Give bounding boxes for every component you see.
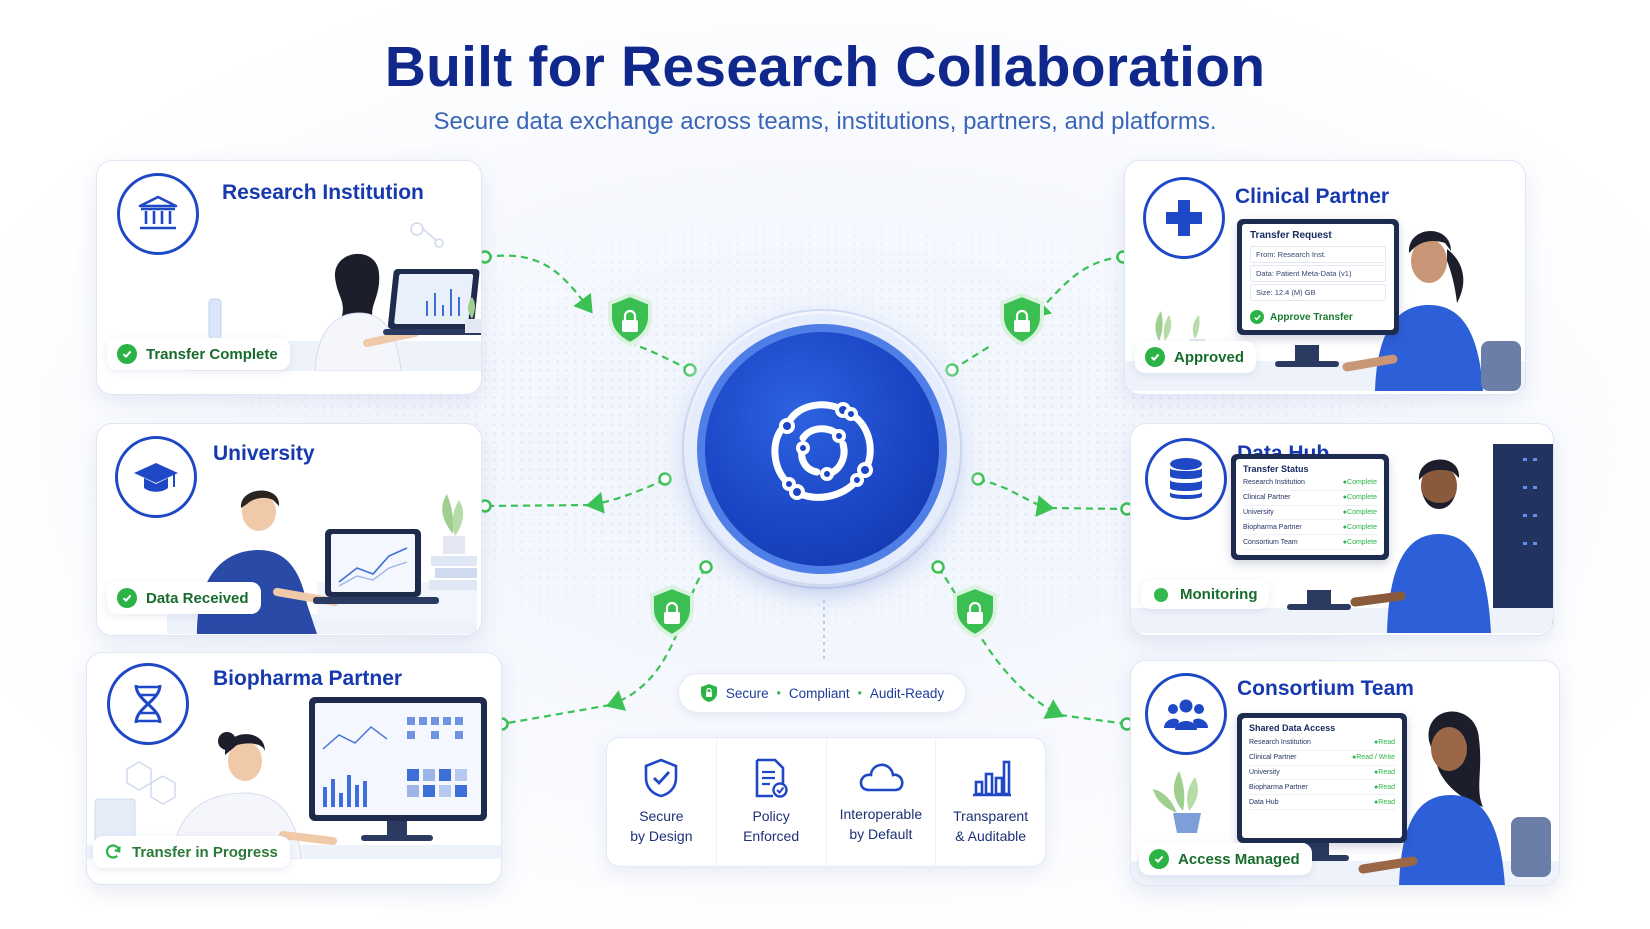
analyst-server-illustration bbox=[1131, 444, 1553, 633]
graduation-cap-icon bbox=[115, 436, 197, 518]
scientist-monitor-illustration bbox=[87, 697, 501, 859]
policy-document-icon bbox=[755, 758, 788, 798]
link-biopharma bbox=[605, 567, 707, 711]
shield-lock-icon bbox=[953, 584, 997, 639]
status-badge: Approved bbox=[1135, 341, 1257, 373]
table-row: Research InstitutionComplete bbox=[1243, 476, 1377, 491]
link-university bbox=[585, 478, 666, 514]
link-university-end bbox=[484, 503, 591, 508]
biopharma-partner-card[interactable]: Biopharma Partner Transfer in Progress bbox=[86, 652, 502, 885]
transfer-request-monitor: Transfer Request From: Research Inst. Da… bbox=[1237, 219, 1399, 335]
card-title: University bbox=[213, 442, 315, 465]
feature-label: Interoperable by Default bbox=[839, 805, 923, 842]
link-biopharma-end bbox=[501, 703, 611, 726]
table-row: UniversityRead bbox=[1249, 766, 1395, 781]
badge-audit-ready: Audit-Ready bbox=[869, 685, 945, 701]
page-title: Built for Research Collaboration bbox=[384, 35, 1266, 99]
table-row: Clinical PartnerComplete bbox=[1243, 491, 1377, 506]
screen-title: Shared Data Access bbox=[1249, 723, 1336, 733]
approve-transfer-button[interactable]: Approve Transfer bbox=[1250, 310, 1386, 324]
check-icon bbox=[1149, 849, 1169, 869]
feature-policy-enforced: Policy Enforced bbox=[717, 738, 827, 866]
table-row: Clinical PartnerRead / Write bbox=[1249, 751, 1395, 766]
card-title: Clinical Partner bbox=[1235, 185, 1390, 208]
card-title: Biopharma Partner bbox=[213, 667, 403, 690]
bar-chart-icon bbox=[972, 760, 1011, 797]
page-subtitle: Secure data exchange across teams, insti… bbox=[433, 108, 1217, 135]
table-row: Data HubRead bbox=[1249, 795, 1395, 810]
check-icon bbox=[1250, 310, 1264, 324]
data-hub-card[interactable]: Data Hub Transfer Status Research Instit… bbox=[1130, 423, 1554, 636]
table-row: Biopharma PartnerComplete bbox=[1243, 520, 1377, 536]
feature-label: Secure by Design bbox=[630, 807, 693, 844]
dna-helix-icon bbox=[107, 663, 189, 745]
table-row: Biopharma PartnerRead bbox=[1249, 780, 1395, 796]
screen-from: From: Research Inst. bbox=[1250, 246, 1386, 263]
refresh-icon bbox=[105, 844, 121, 859]
team-people-icon bbox=[1145, 673, 1227, 755]
cloud-icon bbox=[859, 763, 904, 792]
link-data-hub bbox=[977, 478, 1055, 517]
badge-secure: Secure bbox=[725, 685, 769, 701]
check-icon bbox=[1145, 347, 1165, 367]
clinician-illustration bbox=[1125, 230, 1525, 391]
shield-check-icon bbox=[645, 758, 678, 798]
shared-access-monitor: Shared Data Access Research InstitutionR… bbox=[1237, 713, 1407, 843]
link-data-hub-end bbox=[1049, 506, 1128, 511]
status-badge: Transfer Complete bbox=[107, 338, 290, 370]
link-research-institution bbox=[484, 254, 593, 314]
shield-lock-icon bbox=[608, 292, 652, 347]
shield-lock-icon bbox=[700, 684, 717, 702]
table-row: Research InstitutionRead bbox=[1249, 736, 1395, 751]
status-badge: Access Managed bbox=[1139, 843, 1312, 875]
student-laptop-illustration bbox=[167, 490, 477, 634]
screen-size: Size: 12.4 (M) GB bbox=[1250, 284, 1386, 301]
screen-title: Transfer Request bbox=[1250, 230, 1332, 241]
medical-cross-icon bbox=[1143, 177, 1225, 259]
badge-separator: • bbox=[857, 686, 862, 700]
feature-interoperable: Interoperable by Default bbox=[827, 738, 937, 866]
badge-separator: • bbox=[776, 686, 781, 700]
screen-title: Transfer Status bbox=[1243, 464, 1309, 474]
check-icon bbox=[117, 588, 137, 608]
link-clinical bbox=[1031, 255, 1124, 319]
status-badge: Monitoring bbox=[1141, 580, 1270, 609]
shield-lock-icon bbox=[650, 584, 694, 639]
feature-label: Policy Enforced bbox=[743, 807, 800, 844]
compliance-badges: Secure • Compliant • Audit-Ready bbox=[678, 673, 966, 713]
feature-secure-by-design: Secure by Design bbox=[607, 738, 717, 866]
table-row: UniversityComplete bbox=[1243, 506, 1377, 521]
screen-data: Data: Patient Meta-Data (v1) bbox=[1250, 265, 1386, 282]
table-row: Consortium TeamComplete bbox=[1243, 535, 1377, 550]
university-card[interactable]: University Data Received bbox=[96, 423, 482, 636]
institution-building-icon bbox=[117, 173, 199, 255]
link-research-institution-hub bbox=[634, 343, 691, 371]
clinical-partner-card[interactable]: Clinical Partner Transfer Request From: … bbox=[1124, 160, 1526, 395]
status-badge: Data Received bbox=[107, 582, 261, 614]
database-icon bbox=[1145, 438, 1227, 520]
feature-panel: Secure by Design Policy Enforced Interop… bbox=[606, 737, 1046, 867]
central-hub-logo[interactable] bbox=[697, 324, 947, 574]
feature-label: Transparent & Auditable bbox=[953, 807, 1029, 844]
card-title: Research Institution bbox=[222, 181, 424, 204]
network-swirl-icon bbox=[771, 401, 874, 501]
consortium-team-card[interactable]: Consortium Team Shared Data Access Resea… bbox=[1130, 660, 1560, 886]
live-dot-icon bbox=[1154, 587, 1168, 602]
link-consortium bbox=[937, 567, 1064, 719]
transfer-status-monitor: Transfer Status Research InstitutionComp… bbox=[1231, 454, 1389, 560]
status-badge: Transfer in Progress bbox=[93, 836, 290, 868]
research-institution-card[interactable]: Research Institution Transfer Complete bbox=[96, 160, 482, 395]
card-title: Consortium Team bbox=[1237, 677, 1414, 700]
check-icon bbox=[117, 344, 137, 364]
feature-transparent: Transparent & Auditable bbox=[936, 738, 1045, 866]
shield-lock-icon bbox=[1000, 292, 1044, 347]
link-consortium-end bbox=[1059, 713, 1128, 726]
badge-compliant: Compliant bbox=[788, 685, 850, 701]
